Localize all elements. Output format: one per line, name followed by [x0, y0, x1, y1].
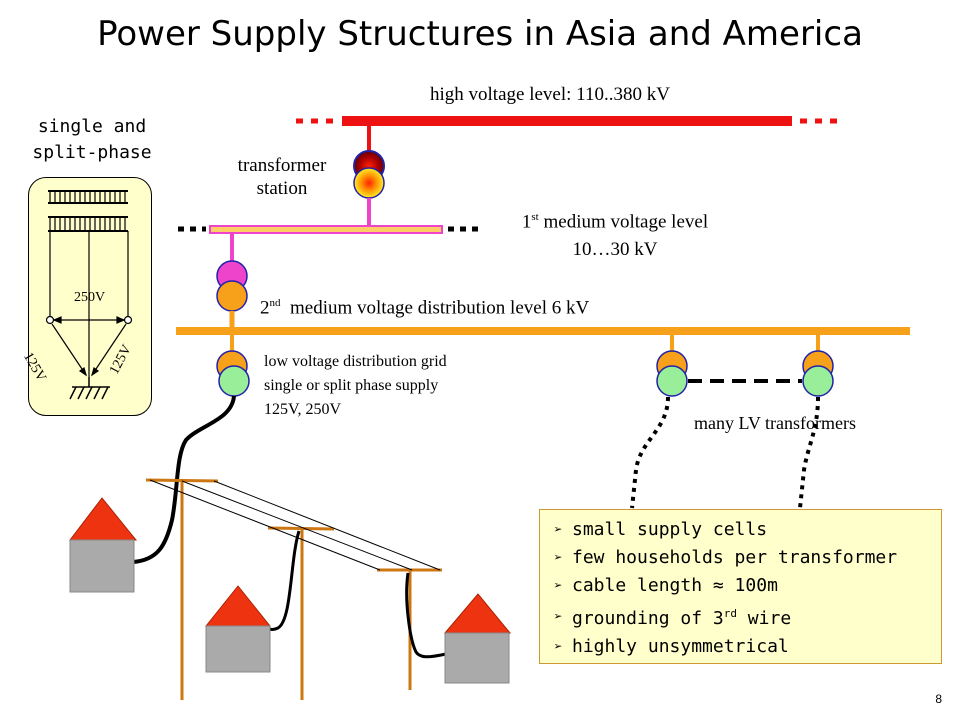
bullet-text-part: grounding of 3	[572, 608, 724, 629]
mv1-prefix: 1	[521, 211, 532, 233]
split-phase-title: single and split-phase	[22, 114, 162, 166]
bullet-item: ➢ few households per transformer	[554, 544, 941, 572]
bullet-item: ➢ grounding of 3rd wire	[554, 600, 941, 633]
bullet-arrow-icon: ➢	[554, 550, 563, 566]
split-phase-conductors	[45, 231, 133, 377]
utility-poles	[145, 478, 442, 700]
many-lv-transformers-label: many LV transformers	[694, 413, 856, 433]
bullet-arrow-icon: ➢	[554, 522, 563, 538]
service-drop-2	[266, 530, 301, 631]
house-3	[443, 593, 512, 684]
bullet-text-sup: rd	[723, 607, 737, 620]
mv-transformer-secondary	[216, 280, 248, 312]
transformer-secondary-coil	[353, 167, 385, 199]
transformer-station-label: transformer station	[228, 154, 336, 200]
ground-icon	[69, 377, 110, 400]
bullet-arrow-icon: ➢	[554, 608, 563, 625]
mv1-line1: medium voltage level	[538, 211, 709, 233]
split-phase-title-line1: single and	[37, 116, 147, 137]
mv-transformer-symbol	[216, 260, 248, 312]
lv-cable-main	[132, 395, 236, 564]
mv1-bus-bar	[209, 225, 443, 234]
split-phase-schematic	[45, 190, 133, 400]
service-drop-3	[405, 572, 447, 659]
hv-bus-bar	[342, 116, 792, 126]
page-number: 8	[935, 692, 942, 706]
lv-transformer-1	[216, 350, 250, 397]
lv-line2: single or split phase supply	[264, 377, 439, 394]
bullet-item: ➢ small supply cells	[554, 516, 941, 544]
transformer-station-line1: transformer	[237, 155, 327, 176]
bullet-text: highly unsymmetrical	[572, 636, 789, 657]
bullet-arrow-icon: ➢	[554, 639, 563, 655]
split-phase-title-line2: split-phase	[32, 142, 152, 163]
hv-level-label: high voltage level: 110..380 kV	[430, 84, 670, 105]
mv2-sup: nd	[269, 297, 281, 309]
lv-transformer-3	[802, 350, 834, 397]
voltage-250-label: 250V	[74, 290, 106, 305]
bullet-item: ➢ highly unsymmetrical	[554, 633, 941, 661]
split-phase-inset: 250V 125V 125V	[20, 177, 152, 416]
bullet-text: grounding of 3rd wire	[572, 600, 791, 633]
mv1-sup: st	[531, 211, 539, 223]
mv2-text: medium voltage distribution level 6 kV	[290, 297, 590, 319]
slide-title: Power Supply Structures in Asia and Amer…	[97, 14, 863, 54]
mv2-prefix: 2	[260, 297, 270, 319]
characteristics-box: ➢ small supply cells ➢ few households per …	[539, 509, 942, 664]
mv1-level-label: 1st medium voltage level 10…30 kV	[490, 203, 740, 264]
primary-winding	[48, 190, 128, 204]
house-1	[68, 497, 138, 593]
bullet-arrow-icon: ➢	[554, 578, 563, 594]
mv1-bus	[178, 225, 478, 234]
secondary-winding	[48, 216, 128, 232]
lv-cable-dotted-2	[798, 396, 820, 509]
mv2-bus-bar	[176, 327, 910, 335]
lv-cable-dotted-1	[630, 396, 670, 509]
lv-transformer-2	[656, 350, 688, 397]
lv-line3: 125V, 250V	[264, 401, 342, 418]
lv-grid-label: low voltage distribution grid single or …	[264, 350, 447, 422]
hv-bus	[296, 116, 842, 126]
bullet-text-part: wire	[736, 608, 792, 629]
transformer-station-line2: station	[256, 178, 308, 199]
bullet-text: few households per transformer	[572, 547, 898, 568]
bullet-text: cable length ≈ 100m	[572, 575, 778, 596]
overhead-wires	[149, 479, 441, 571]
transformer-station-symbol	[353, 150, 385, 199]
bullet-item: ➢ cable length ≈ 100m	[554, 572, 941, 600]
mv2-level-label: 2nd medium voltage distribution level 6 …	[260, 297, 589, 319]
bullet-text: small supply cells	[572, 519, 768, 540]
mv1-line2: 10…30 kV	[572, 239, 658, 261]
house-2	[204, 585, 272, 673]
lv-line1: low voltage distribution grid	[264, 353, 447, 370]
